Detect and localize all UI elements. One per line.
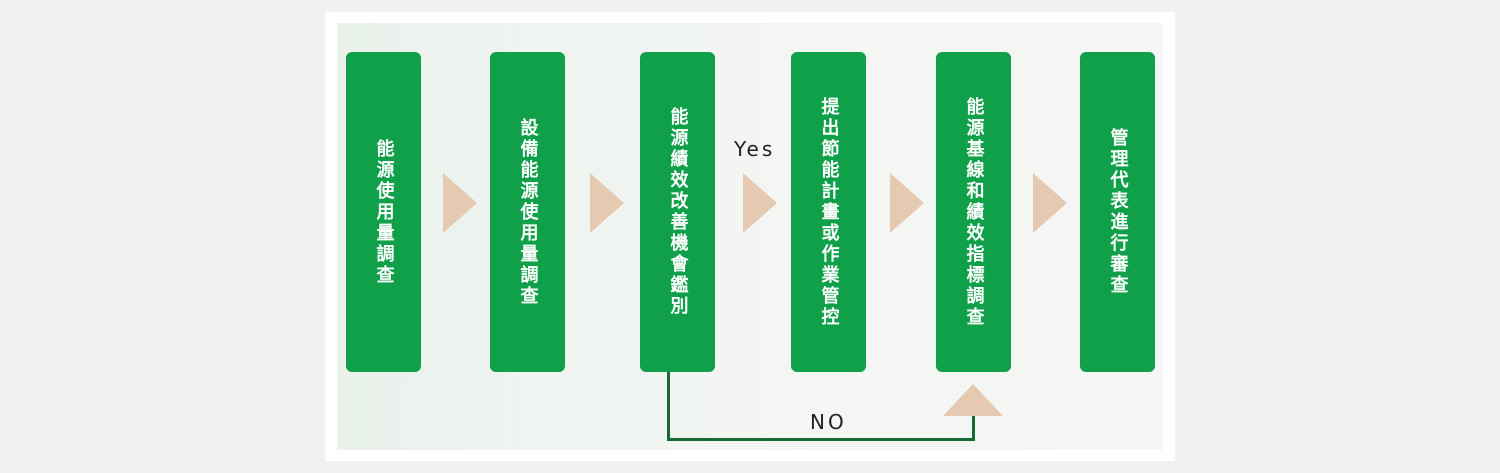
no-label: NO bbox=[810, 410, 847, 434]
step-energy-usage-survey: 能源使用量調查 bbox=[346, 52, 421, 372]
feedback-line-horizontal bbox=[667, 438, 975, 441]
step-label: 能源基線和績效指標調查 bbox=[963, 96, 985, 328]
step-label: 能源績效改善機會鑑別 bbox=[667, 107, 689, 317]
step-label: 設備能源使用量調查 bbox=[517, 117, 539, 307]
flow-arrow-right-icon bbox=[443, 173, 477, 233]
step-label: 管理代表進行審查 bbox=[1107, 128, 1129, 296]
step-management-review: 管理代表進行審查 bbox=[1080, 52, 1155, 372]
step-baseline-indicator-survey: 能源基線和績效指標調查 bbox=[936, 52, 1011, 372]
flow-arrow-right-icon bbox=[590, 173, 624, 233]
flow-arrow-right-icon bbox=[1033, 173, 1067, 233]
feedback-arrow-up-icon bbox=[943, 384, 1003, 416]
step-improvement-opportunity: 能源績效改善機會鑑別 bbox=[640, 52, 715, 372]
step-label: 提出節能計畫或作業管控 bbox=[818, 96, 840, 328]
flow-arrow-right-icon bbox=[890, 173, 924, 233]
diagram-panel bbox=[337, 23, 1163, 450]
step-equipment-energy-survey: 設備能源使用量調查 bbox=[490, 52, 565, 372]
step-label: 能源使用量調查 bbox=[373, 138, 395, 286]
yes-label: Yes bbox=[734, 137, 776, 161]
flow-arrow-right-icon bbox=[743, 173, 777, 233]
feedback-line-down bbox=[667, 372, 670, 441]
feedback-line-up bbox=[972, 414, 975, 441]
step-energy-saving-plan: 提出節能計畫或作業管控 bbox=[791, 52, 866, 372]
